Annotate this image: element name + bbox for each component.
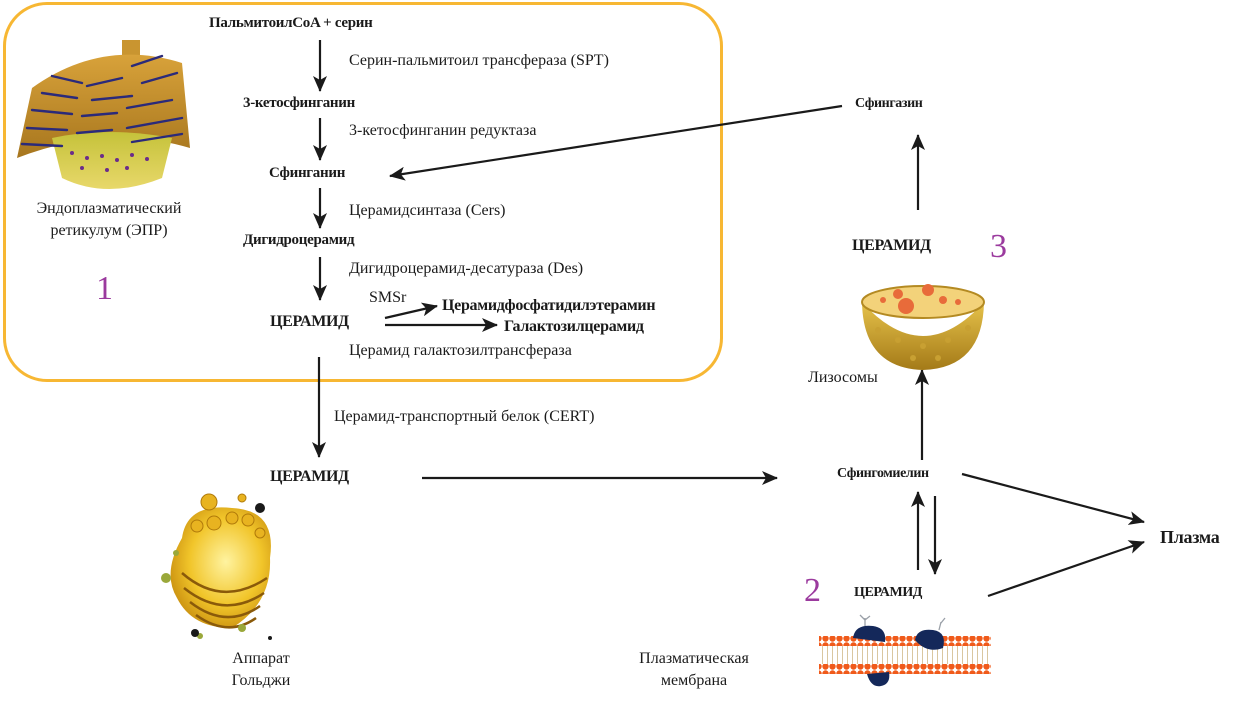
enzyme-spt: Серин-пальмитоил трансфераза (SPT) bbox=[349, 52, 609, 69]
node-palmitoyl-coa-serine: ПальмитоилCoA + серин bbox=[209, 15, 373, 31]
arrow-membrane-ceramide-to-plasma bbox=[987, 540, 1145, 598]
lysosome-number: 3 bbox=[990, 228, 1007, 265]
er-compartment-box bbox=[3, 2, 723, 382]
node-ceramide-phosphoethanolamine: Церамидфосфатидилэтерамин bbox=[442, 297, 656, 314]
er-label-line2: ретикулум (ЭПР) bbox=[50, 222, 168, 239]
node-sphingomyelin: Сфингомиелин bbox=[837, 466, 929, 481]
golgi-label-line1: Аппарат bbox=[232, 650, 290, 667]
node-3-ketosphinganine: 3-кетосфинганин bbox=[243, 95, 355, 111]
node-ceramide-er: ЦЕРАМИД bbox=[270, 313, 349, 330]
plasma-membrane-illustration-icon bbox=[819, 614, 991, 687]
membrane-label-line1: Плазматическая bbox=[639, 650, 749, 667]
node-galactosylceramide: Галактозилцерамид bbox=[504, 318, 644, 335]
golgi-label: Аппарат Гольджи bbox=[216, 648, 306, 692]
enzyme-ceramide-galactosyltransferase: Церамид галактозилтрансфераза bbox=[349, 342, 572, 359]
membrane-label-line2: мембрана bbox=[660, 672, 728, 689]
er-label: Эндоплазматический ретикулум (ЭПР) bbox=[6, 198, 212, 242]
node-ceramide-membrane: ЦЕРАМИД bbox=[854, 585, 923, 600]
enzyme-cert: Церамид-транспортный белок (CERT) bbox=[334, 408, 595, 425]
er-number: 1 bbox=[96, 270, 113, 307]
node-ceramide-lysosome: ЦЕРАМИД bbox=[852, 237, 931, 254]
node-sphingosine: Сфингазин bbox=[855, 96, 923, 111]
enzyme-ceramide-synthase: Церамидсинтаза (Cers) bbox=[349, 202, 506, 219]
node-ceramide-golgi: ЦЕРАМИД bbox=[270, 468, 349, 485]
enzyme-ketosphinganine-reductase: 3-кетосфинганин редуктаза bbox=[349, 122, 537, 139]
er-label-line1: Эндоплазматический bbox=[36, 200, 182, 217]
node-sphinganine: Сфинганин bbox=[269, 165, 346, 181]
lysosome-label: Лизосомы bbox=[808, 369, 878, 386]
golgi-illustration-icon bbox=[161, 493, 272, 640]
node-dihydroceramide: Дигидроцерамид bbox=[243, 232, 355, 248]
arrow-sphingosine-to-sphinganine bbox=[389, 104, 843, 181]
arrow-sphingomyelin-to-plasma bbox=[961, 472, 1145, 525]
enzyme-smsr: SMSr bbox=[369, 289, 407, 306]
arrow-ceramide-to-cpe bbox=[384, 302, 438, 320]
membrane-label: Плазматическая мембрана bbox=[608, 648, 780, 692]
golgi-label-line2: Гольджи bbox=[231, 672, 291, 689]
membrane-number: 2 bbox=[804, 572, 821, 609]
er-illustration-icon bbox=[17, 40, 190, 189]
node-plasma: Плазма bbox=[1160, 527, 1220, 547]
lysosome-illustration-icon bbox=[861, 284, 985, 370]
enzyme-dihydroceramide-desaturase: Дигидроцерамид-десатураза (Des) bbox=[349, 260, 584, 277]
